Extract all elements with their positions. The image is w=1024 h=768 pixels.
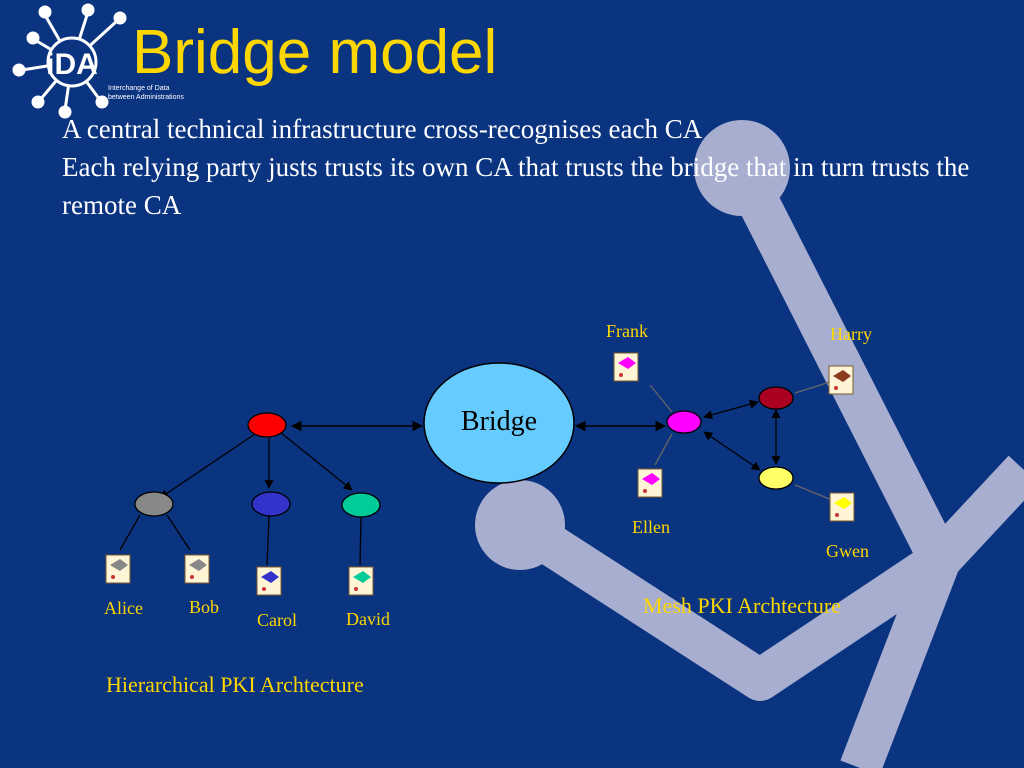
- certificate-icon-frank: [613, 352, 639, 382]
- bridge-label: Bridge: [460, 406, 538, 437]
- ca-carol-node: [251, 491, 291, 517]
- certificate-icon-gwen: [829, 492, 855, 522]
- root-ca-node: [247, 412, 287, 438]
- mesh-caption: Mesh PKI Archtecture: [643, 593, 841, 618]
- certificate-icon-harry: [828, 365, 854, 395]
- bridge-node: [423, 362, 575, 484]
- logo-tagline-line-1: Interchange of Data: [108, 85, 170, 92]
- bullet-2: Each relying party justs trusts its own …: [62, 152, 970, 220]
- label-alice: Alice: [104, 598, 143, 618]
- bullet-1: A central technical infrastructure cross…: [62, 114, 703, 144]
- ca-alice-bob-node: [134, 491, 174, 517]
- label-carol: Carol: [257, 610, 297, 630]
- logo-tagline: Interchange of Data between Administrati…: [108, 84, 184, 102]
- ida-logo: iDA: [12, 3, 127, 119]
- ca-nodes: [134, 386, 794, 518]
- label-ellen: Ellen: [632, 517, 670, 537]
- certificate-icon-carol: [256, 566, 282, 596]
- certificate-icon-alice: [105, 554, 131, 584]
- label-frank: Frank: [606, 321, 648, 341]
- ca-david-node: [341, 492, 381, 518]
- label-harry: Harry: [830, 324, 872, 344]
- logo-tagline-line-2: between Administrations: [108, 94, 184, 101]
- certificate-icon-ellen: [637, 468, 663, 498]
- hierarchical-caption: Hierarchical PKI Archtecture: [106, 672, 364, 697]
- slide-title: Bridge model: [132, 18, 498, 87]
- certificate-icon-david: [348, 566, 374, 596]
- mesh-ca-frank-ellen-node: [666, 410, 702, 434]
- label-david: David: [346, 609, 390, 629]
- label-bob: Bob: [189, 597, 220, 617]
- slide-bullets: A central technical infrastructure cross…: [62, 110, 1022, 224]
- background-network-decoration: [475, 120, 1024, 768]
- hierarchy-connectors: [119, 431, 362, 566]
- certificate-icons: [105, 352, 855, 596]
- label-gwen: Gwen: [826, 541, 869, 561]
- certificate-icon-bob: [184, 554, 210, 584]
- mesh-connectors: [649, 381, 833, 501]
- mesh-ca-harry-node: [758, 386, 794, 410]
- logo-letters: iDA: [46, 48, 98, 81]
- mesh-ca-gwen-node: [758, 466, 794, 490]
